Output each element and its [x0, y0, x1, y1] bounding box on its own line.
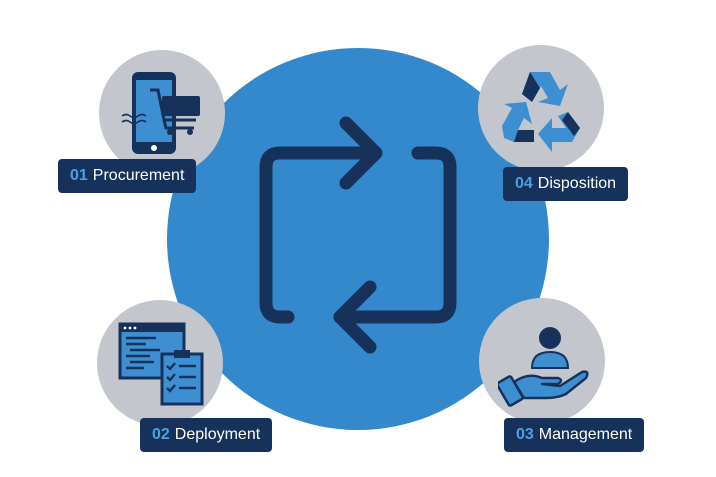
stage-name: Deployment	[174, 426, 261, 443]
stage-number: 01	[70, 167, 88, 184]
stage-name: Management	[538, 426, 633, 443]
stage-name: Disposition	[537, 175, 617, 192]
code-window-checklist-icon	[118, 322, 204, 406]
stage-name: Procurement	[92, 167, 185, 184]
mobile-shopping-cart-icon	[121, 72, 200, 154]
cycle-arrows-icon	[259, 116, 457, 354]
stage-number: 02	[152, 426, 170, 443]
stage-number: 04	[515, 175, 533, 192]
hand-holding-person-icon	[498, 327, 589, 407]
stage-number: 03	[516, 426, 534, 443]
recycle-icon	[502, 72, 580, 152]
disposition-circle	[478, 45, 604, 171]
